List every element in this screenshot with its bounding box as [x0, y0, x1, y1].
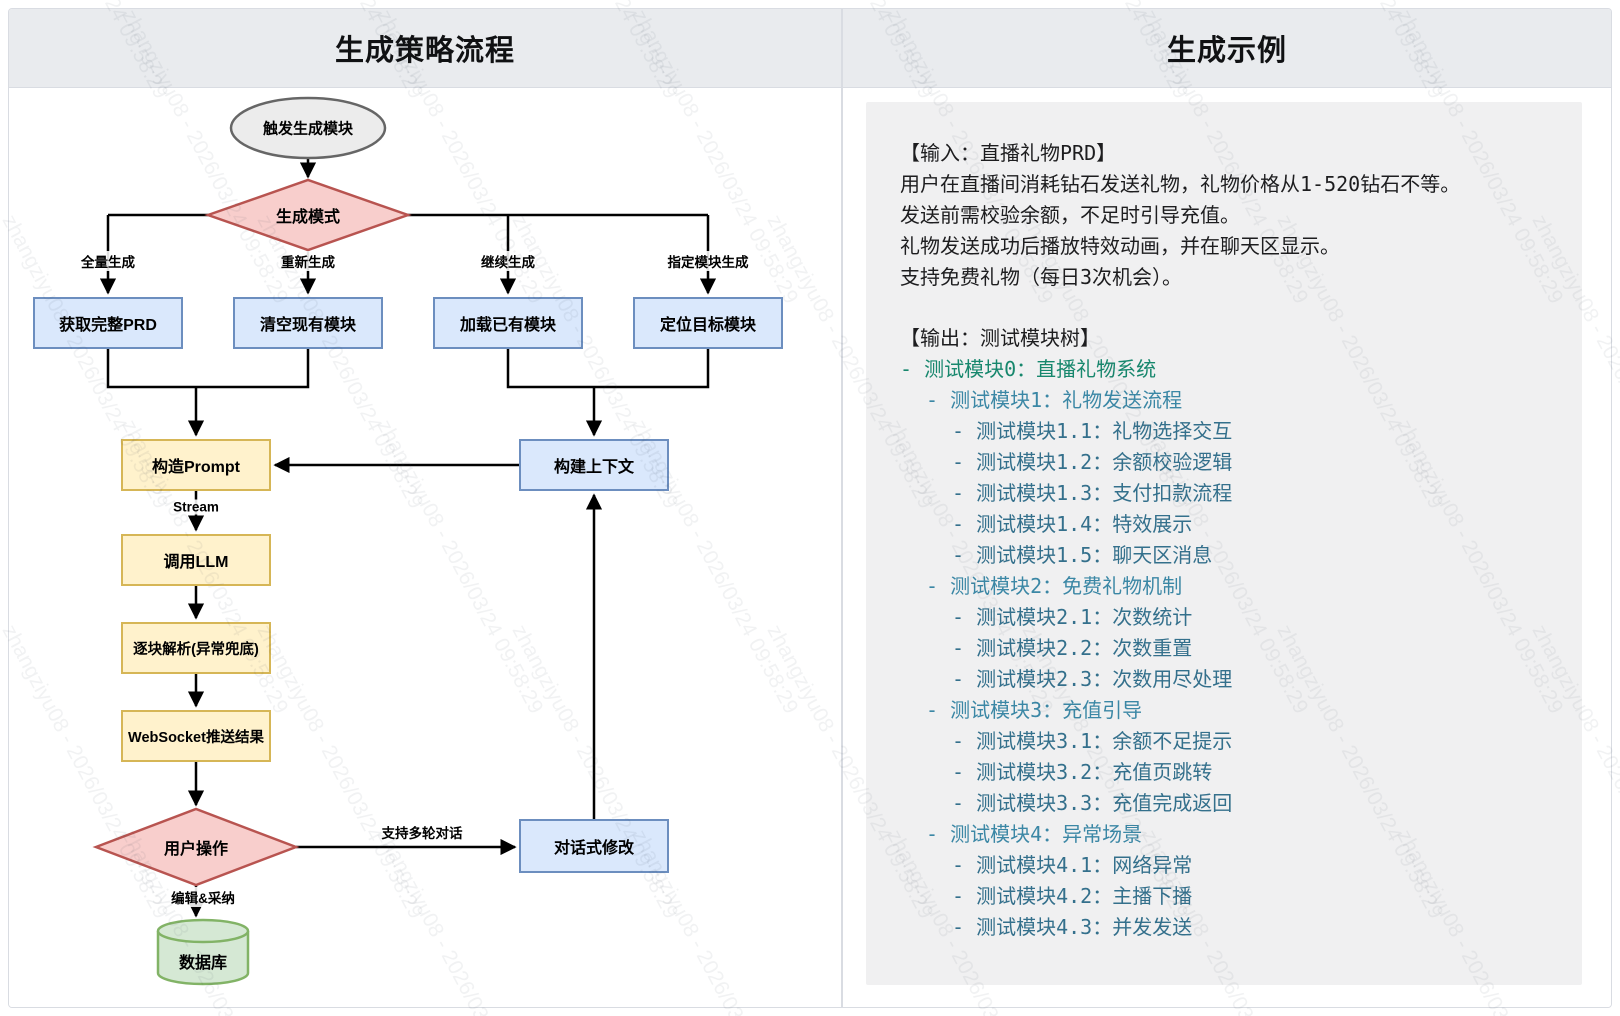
- database-label: 数据库: [178, 955, 228, 972]
- node-get-full-prd: 获取完整PRD: [33, 297, 183, 349]
- edge-label-multi-turn-dialog: 支持多轮对话: [378, 822, 466, 842]
- tree-item: - 测试模块3.2：充值页跳转: [952, 760, 1213, 784]
- example-content-box: 【输入：直播礼物PRD】 用户在直播间消耗钻石发送礼物，礼物价格从1-520钻石…: [866, 102, 1582, 985]
- input-line: 支持免费礼物（每日3次机会）。: [900, 265, 1183, 289]
- decision-mode-diamond: [204, 178, 412, 252]
- tree-item: - 测试模块4.3：并发发送: [952, 915, 1193, 939]
- tree-item: - 测试模块1.2：余额校验逻辑: [952, 450, 1233, 474]
- node-load-modules: 加载已有模块: [433, 297, 583, 349]
- node-clear-modules: 清空现有模块: [233, 297, 383, 349]
- left-header: 生成策略流程: [9, 9, 841, 88]
- tree-item: - 测试模块4.1：网络异常: [952, 853, 1193, 877]
- input-line: 发送前需校验余额，不足时引导充值。: [900, 203, 1240, 227]
- flowchart-area: 获取完整PRD 清空现有模块 加载已有模块 定位目标模块 构造Prompt 构建…: [9, 88, 841, 1007]
- right-header: 生成示例: [843, 9, 1611, 88]
- tree-item: - 测试模块1.3：支付扣款流程: [952, 481, 1233, 505]
- tree-item: - 测试模块3.1：余额不足提示: [952, 729, 1233, 753]
- edge-label-edit-accept: 编辑&采纳: [168, 887, 238, 907]
- input-line: 用户在直播间消耗钻石发送礼物，礼物价格从1-520钻石不等。: [900, 172, 1461, 196]
- edge-label-full-generation: 全量生成: [78, 251, 138, 271]
- tree-item: - 测试模块1.4：特效展示: [952, 512, 1193, 536]
- start-label: 触发生成模块: [262, 120, 354, 138]
- tree-item: - 测试模块2：免费礼物机制: [926, 574, 1183, 598]
- node-parse-blocks: 逐块解析(异常兜底): [121, 622, 271, 674]
- node-ws-push: WebSocket推送结果: [121, 710, 271, 762]
- tree-item: - 测试模块3：充值引导: [926, 698, 1143, 722]
- panel-example: 生成示例 【输入：直播礼物PRD】 用户在直播间消耗钻石发送礼物，礼物价格从1-…: [843, 9, 1611, 1007]
- edge-label-continue-generation: 继续生成: [478, 251, 538, 271]
- input-lines: 用户在直播间消耗钻石发送礼物，礼物价格从1-520钻石不等。发送前需校验余额，不…: [900, 169, 1582, 293]
- module-tree: - 测试模块0：直播礼物系统 - 测试模块1：礼物发送流程 - 测试模块1.1：礼物…: [900, 354, 1582, 943]
- input-line: 礼物发送成功后播放特效动画，并在聊天区显示。: [900, 234, 1340, 258]
- tree-item: - 测试模块2.2：次数重置: [952, 636, 1193, 660]
- example-area: 【输入：直播礼物PRD】 用户在直播间消耗钻石发送礼物，礼物价格从1-520钻石…: [843, 88, 1611, 1007]
- tree-item: - 测试模块3.3：充值完成返回: [952, 791, 1233, 815]
- decision-mode-label: 生成模式: [275, 209, 341, 226]
- tree-item: - 测试模块2.1：次数统计: [952, 605, 1193, 629]
- input-title: 【输入：直播礼物PRD】: [900, 141, 1117, 165]
- tree-item: - 测试模块2.3：次数用尽处理: [952, 667, 1233, 691]
- node-call-llm: 调用LLM: [121, 534, 271, 586]
- node-dialog-edit: 对话式修改: [519, 819, 669, 873]
- tree-item: - 测试模块1.1：礼物选择交互: [952, 419, 1233, 443]
- user-action-diamond: [92, 807, 300, 887]
- right-panel-title: 生成示例: [1166, 35, 1287, 67]
- tree-item: - 测试模块1：礼物发送流程: [926, 388, 1183, 412]
- left-panel-title: 生成策略流程: [334, 35, 515, 67]
- edge-label-regenerate: 重新生成: [278, 251, 338, 271]
- database-cylinder: [156, 918, 250, 986]
- tree-item: - 测试模块0：直播礼物系统: [900, 357, 1157, 381]
- output-title: 【输出：测试模块树】: [900, 326, 1100, 350]
- start-ellipse: [229, 96, 387, 160]
- flowchart-canvas: 获取完整PRD 清空现有模块 加载已有模块 定位目标模块 构造Prompt 构建…: [9, 88, 841, 1007]
- output-section: 【输出：测试模块树】 - 测试模块0：直播礼物系统- 测试模块1：礼物发送流程-…: [900, 323, 1582, 943]
- tree-item: - 测试模块4：异常场景: [926, 822, 1143, 846]
- tree-item: - 测试模块4.2：主播下播: [952, 884, 1193, 908]
- edge-label-stream: Stream: [170, 499, 222, 515]
- edge-label-specified-module: 指定模块生成: [664, 251, 752, 271]
- user-action-label: 用户操作: [163, 841, 229, 858]
- node-build-context: 构建上下文: [519, 439, 669, 491]
- node-build-prompt: 构造Prompt: [121, 439, 271, 491]
- flowchart-connectors: [92, 96, 717, 986]
- node-locate-module: 定位目标模块: [633, 297, 783, 349]
- app-window: 生成策略流程: [8, 8, 1612, 1008]
- tree-item: - 测试模块1.5：聊天区消息: [952, 543, 1213, 567]
- panel-strategy-flow: 生成策略流程: [9, 9, 843, 1007]
